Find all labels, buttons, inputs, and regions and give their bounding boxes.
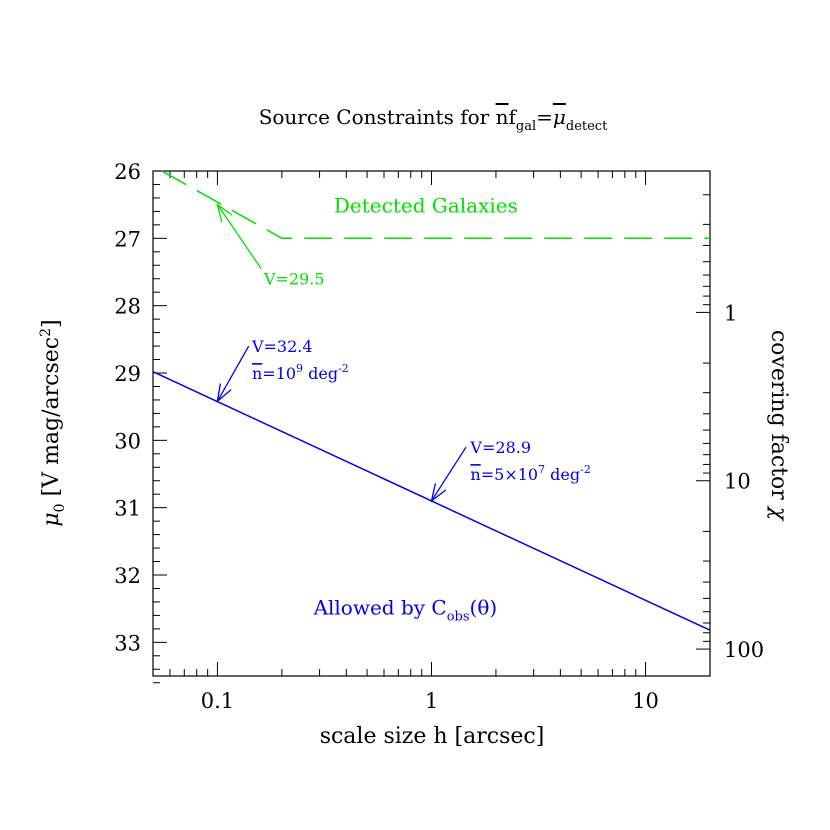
right-label-chi: χ — [766, 505, 791, 522]
y-tick-label: 33 — [114, 631, 141, 655]
y-tick-label: 27 — [114, 227, 141, 251]
y-tick-label: 26 — [114, 160, 141, 184]
title-f: f — [508, 105, 517, 129]
annotation-sup: 9 — [296, 362, 303, 375]
allowed-sub: obs — [447, 610, 470, 625]
annotation-text-part: deg — [545, 465, 580, 484]
annotation-text-part: =10 — [262, 364, 296, 383]
right-label-text: covering factor — [766, 330, 791, 507]
y-label-text: [V mag/arcsec — [39, 337, 64, 504]
annotation-sup: -2 — [338, 362, 349, 375]
title-n-bar: n — [496, 105, 509, 129]
y-label-sup: 2 — [38, 328, 54, 337]
y-tick-label: 31 — [114, 497, 141, 521]
annotation-arrow-shaft — [430, 446, 467, 502]
axis-ticks: 0.1 1 10 26 27 28 29 30 31 32 33 1 10 100 — [114, 160, 764, 713]
annotation-sup: 7 — [538, 463, 545, 476]
right-tick-label: 100 — [724, 638, 764, 662]
allowed-theta: (θ) — [470, 596, 498, 620]
y-label-sub: 0 — [52, 503, 68, 512]
x-tick-label: 0.1 — [201, 689, 234, 713]
annotation-arrow-head — [216, 203, 233, 223]
y-label-mu: μ — [39, 512, 64, 526]
annotation-text-part: V=32.4 — [251, 337, 313, 356]
label-allowed: Allowed by Cobs(θ) — [313, 596, 498, 625]
chart-title: Source Constraints for nfgal=μdetect — [259, 105, 608, 134]
y-tick-label: 32 — [114, 564, 141, 588]
y-axis-right-label: covering factor χ — [766, 330, 791, 522]
annotation-arrow-head — [430, 483, 447, 503]
annotations-group: V=29.5V=32.4n=109 deg-2V=28.9n=5×107 deg… — [216, 203, 591, 503]
annotation-text-part: V=28.9 — [469, 438, 531, 457]
annotation-sup: -2 — [580, 463, 591, 476]
annotation-text-part: =5×10 — [481, 465, 538, 484]
y-axis-label: μ0 [V mag/arcsec2] — [38, 319, 68, 526]
x-tick-label: 10 — [632, 689, 659, 713]
right-tick-label: 1 — [724, 301, 737, 325]
series-detected-galaxies-line — [161, 170, 710, 240]
annotation-n-bar: n — [252, 364, 262, 383]
title-f-sub: gal — [516, 119, 536, 134]
annotation-n-bar: n — [470, 465, 480, 484]
title-prefix: Source Constraints for — [259, 105, 496, 129]
annotation-text: V=28.9 — [469, 438, 531, 457]
annotation-text: n=109 deg-2 — [252, 362, 349, 383]
annotation-arrow-shaft — [216, 204, 262, 269]
y-tick-label: 29 — [114, 362, 141, 386]
annotation-text: V=29.5 — [263, 270, 325, 289]
title-mu-sub: detect — [566, 119, 608, 134]
annotation-text: n=5×107 deg-2 — [470, 463, 590, 484]
annotation-text: V=32.4 — [251, 337, 313, 356]
x-axis-label: scale size h [arcsec] — [320, 724, 545, 749]
y-tick-label: 30 — [114, 429, 141, 453]
annotation-arrow-head — [216, 383, 232, 403]
annotation-text-part: V=29.5 — [263, 270, 325, 289]
x-tick-label: 1 — [425, 689, 438, 713]
y-label-close: ] — [39, 319, 64, 328]
y-tick-label: 28 — [114, 295, 141, 319]
allowed-text: Allowed by C — [313, 596, 447, 620]
title-mu: μ — [553, 105, 566, 129]
right-tick-label: 10 — [724, 470, 751, 494]
series-group — [152, 170, 711, 631]
title-equals: = — [536, 105, 553, 129]
annotation-text-part: deg — [303, 364, 338, 383]
annotation-arrow-shaft — [216, 345, 250, 402]
label-detected-galaxies: Detected Galaxies — [334, 194, 518, 218]
